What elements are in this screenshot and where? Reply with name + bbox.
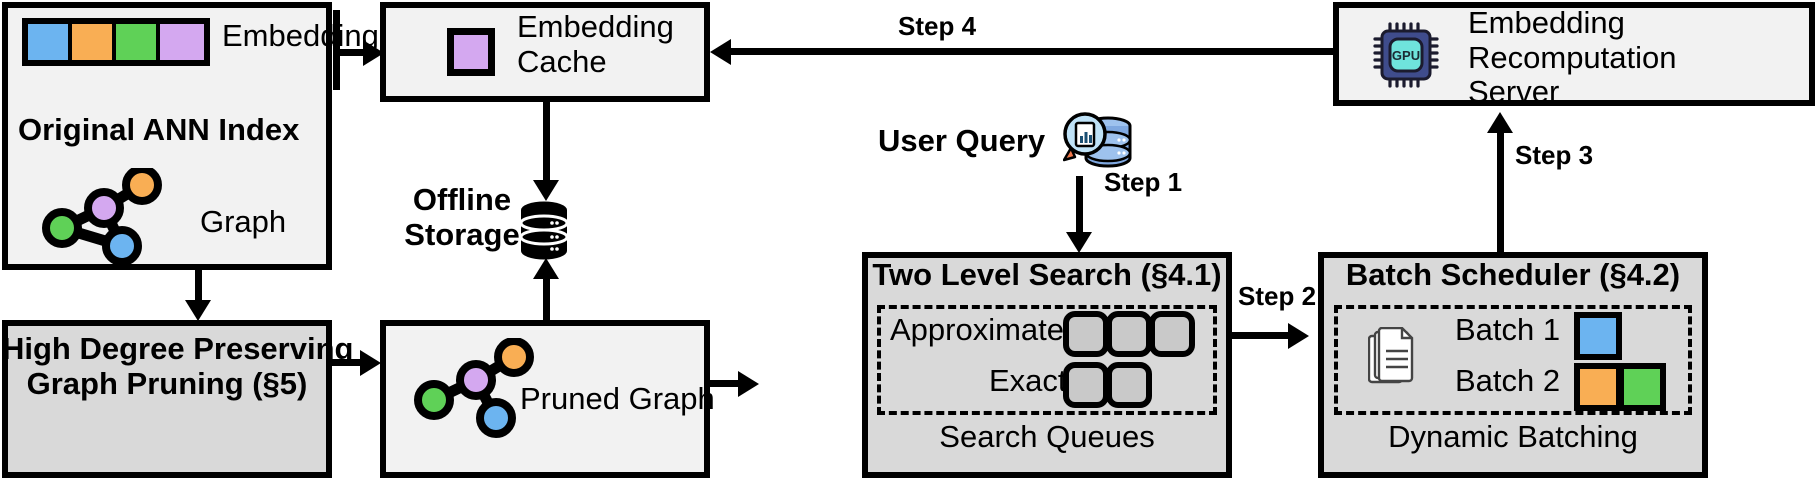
- step3-label: Step 3: [1515, 140, 1594, 170]
- graph-label: Graph: [200, 204, 287, 239]
- recomputation-server-title: Embedding Recomputation Server: [1468, 5, 1677, 110]
- graph-pruning-box: [2, 320, 332, 478]
- arrow-step4-line: [726, 48, 1333, 55]
- recomputation-server-line3: Server: [1468, 74, 1560, 110]
- batch-1-label: Batch 1: [1455, 312, 1561, 347]
- arrow-index-to-pruning-line: [195, 270, 202, 308]
- batch-swatch-orange: [1574, 363, 1622, 411]
- search-queues-dashed-region: [877, 305, 1217, 415]
- database-cylinder-icon: [519, 201, 569, 260]
- recomputation-server-line2: Recomputation: [1468, 39, 1677, 75]
- arrow-step1-line: [1076, 176, 1083, 240]
- original-graph-glyph: [42, 168, 162, 264]
- batch-2-label: Batch 2: [1455, 363, 1561, 398]
- arrow-index-to-cache-head: [363, 40, 384, 66]
- graph-pruning-title: High Degree Preserving Graph Pruning (§5…: [2, 331, 354, 401]
- arrow-step2-head: [1288, 323, 1309, 349]
- graph-pruning-line1: High Degree Preserving: [2, 331, 354, 366]
- arrow-pruned-to-storage-head: [533, 258, 559, 279]
- batch-swatch-green: [1618, 363, 1666, 411]
- queue-slot: [1063, 311, 1109, 357]
- offline-storage-line1: Offline: [412, 182, 512, 217]
- embedding-cache-swatch: [447, 28, 495, 76]
- embedding-cell-blue: [28, 24, 72, 60]
- step4-label: Step 4: [898, 11, 977, 41]
- exact-label: Exact: [989, 363, 1067, 398]
- step2-label: Step 2: [1238, 281, 1317, 311]
- recomputation-server-line1: Embedding: [1468, 5, 1625, 40]
- arrow-cache-to-storage-head: [533, 180, 559, 201]
- arrow-pruning-to-pruned-line: [332, 359, 368, 366]
- arrow-step3-head: [1487, 112, 1513, 133]
- arrow-index-to-cache-line: [333, 49, 375, 56]
- dynamic-batching-caption: Dynamic Batching: [1388, 419, 1638, 454]
- step1-label: Step 1: [1104, 167, 1183, 197]
- embedding-cache-line2: Cache: [517, 43, 607, 79]
- embedding-cell-purple: [160, 24, 204, 60]
- queue-slot: [1106, 311, 1152, 357]
- arrow-step4-head: [710, 39, 731, 65]
- batch-1-swatches: [1574, 312, 1622, 360]
- arrow-step3-line: [1497, 126, 1504, 254]
- arrow-step1-head: [1066, 232, 1092, 253]
- two-level-search-box: [862, 252, 1232, 478]
- embedding-cache-title: Embedding Cache: [517, 9, 674, 79]
- arrow-pruned-to-storage-line: [543, 272, 550, 324]
- arrow-pruned-to-search-head: [738, 371, 759, 397]
- arrow-step2-line: [1232, 332, 1294, 339]
- queue-slot: [1149, 311, 1195, 357]
- arrow-pruned-to-search-line: [710, 380, 746, 387]
- queue-slot: [1063, 362, 1109, 408]
- offline-storage-label: Offline Storage: [402, 182, 522, 252]
- user-query-label: User Query: [878, 123, 1046, 158]
- approximate-queue-slots: [1063, 311, 1195, 357]
- embedding-cache-box: [380, 2, 710, 102]
- embedding-vector-strip: [22, 18, 210, 66]
- embedding-label: Embedding: [222, 18, 379, 53]
- graph-pruning-line2: Graph Pruning (§5): [26, 365, 308, 401]
- search-queues-caption: Search Queues: [939, 419, 1155, 454]
- embedding-cell-orange: [72, 24, 116, 60]
- documents-stack-icon: [1368, 327, 1414, 384]
- arrow-cache-to-storage-line: [543, 102, 550, 188]
- queue-slot: [1106, 362, 1152, 408]
- batch-2-swatches: [1574, 363, 1666, 411]
- gpu-chip-icon: GPU: [1373, 22, 1439, 88]
- exact-queue-slots: [1063, 362, 1152, 408]
- gpu-icon-text: GPU: [1392, 48, 1420, 63]
- batch-scheduler-title: Batch Scheduler (§4.2): [1345, 257, 1681, 292]
- pruned-graph-label: Pruned Graph: [520, 381, 715, 416]
- arrow-pruning-to-pruned-head: [360, 350, 381, 376]
- approximate-label: Approximate: [890, 312, 1065, 347]
- two-level-search-title: Two Level Search (§4.1): [872, 257, 1222, 292]
- embedding-cell-green: [116, 24, 160, 60]
- query-database-search-icon: [1063, 112, 1132, 168]
- dynamic-batching-dashed-region: [1334, 305, 1692, 415]
- arrow-index-to-pruning-head: [185, 300, 211, 321]
- original-ann-index-title: Original ANN Index: [18, 112, 300, 147]
- batch-swatch-blue: [1574, 312, 1622, 360]
- offline-storage-line2: Storage: [404, 216, 520, 252]
- embedding-cache-line1: Embedding: [517, 9, 674, 44]
- pruned-graph-glyph: [414, 338, 534, 438]
